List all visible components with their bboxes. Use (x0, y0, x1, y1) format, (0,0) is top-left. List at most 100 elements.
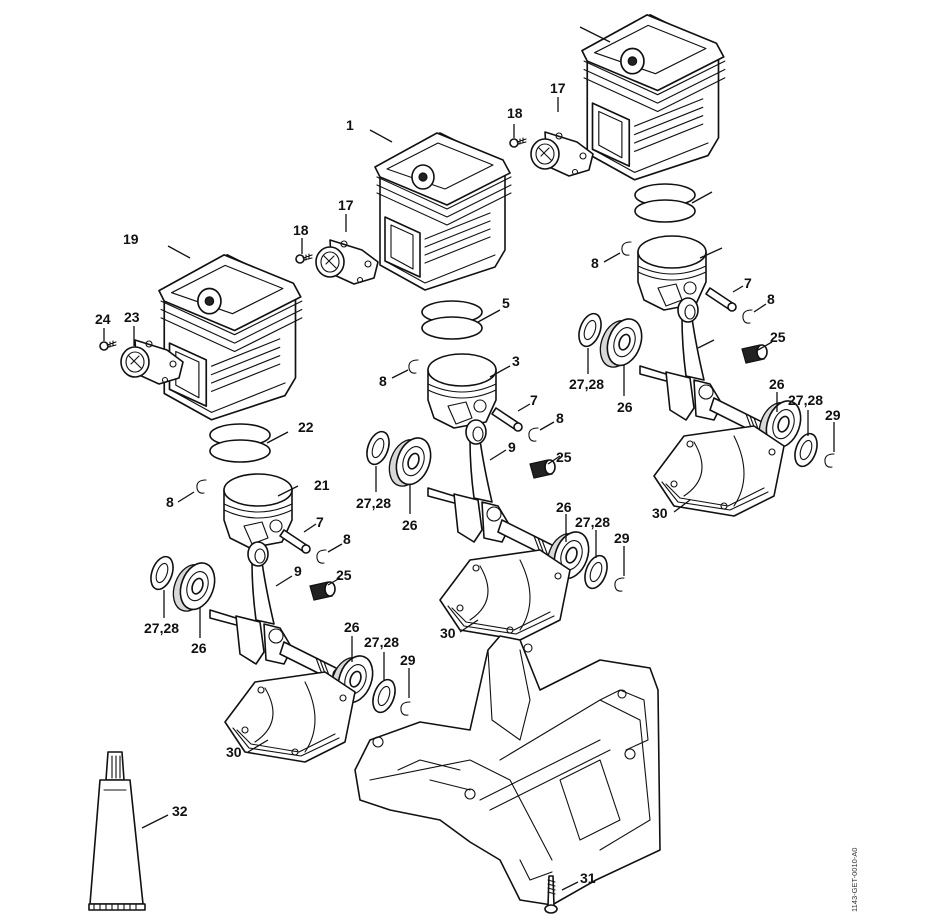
leader-pin-b (517, 403, 531, 412)
leader-tube (141, 814, 169, 829)
screw-b (295, 253, 313, 264)
cage-c (309, 581, 336, 601)
circlip-b (614, 577, 625, 592)
seal-c1 (145, 552, 179, 594)
gasket-c (224, 671, 356, 763)
rings-a (634, 183, 696, 223)
leader-clip-a2 (753, 303, 767, 313)
leader-cylinder-a (579, 26, 611, 43)
callout-5: 5 (502, 295, 510, 311)
leader-rings-c (266, 431, 289, 444)
callout-23: 23 (124, 309, 140, 325)
callout-1: 1 (346, 117, 354, 133)
callout-26-b2: 26 (556, 499, 572, 515)
leader-clip-c1 (177, 491, 195, 503)
bearing-c1 (166, 557, 222, 617)
bearing-a1 (593, 313, 649, 373)
callout-21: 21 (314, 477, 330, 493)
screw-crankcase (544, 875, 558, 914)
leader-gasket-c (247, 739, 269, 753)
leader-cage-b (547, 455, 561, 465)
callout-24: 24 (95, 311, 111, 327)
cage-b (529, 459, 556, 479)
gasket-a (653, 425, 785, 517)
clip-a1 (621, 241, 632, 256)
leader-clip-c2 (327, 543, 343, 553)
callout-25-c: 25 (336, 567, 352, 583)
leader-cylinder-b (369, 129, 393, 143)
callout-30-c: 30 (226, 744, 242, 760)
callout-8-a1: 8 (591, 255, 599, 271)
callout-32: 32 (172, 803, 188, 819)
seal-b1 (361, 427, 395, 469)
callout-2728-b1: 27,28 (356, 495, 391, 511)
leader-screw-crankcase (561, 881, 579, 891)
callout-18-b: 18 (293, 222, 309, 238)
circlip-c (400, 701, 411, 716)
piston-a (637, 235, 707, 311)
sealant-tube (88, 751, 146, 911)
callout-29-b: 29 (614, 530, 630, 546)
callout-2728-a1: 27,28 (569, 376, 604, 392)
rings-c (209, 423, 271, 463)
callout-29-c: 29 (400, 652, 416, 668)
callout-8-c1: 8 (166, 494, 174, 510)
pin-a (705, 287, 737, 312)
cylinder-a (581, 14, 726, 181)
callout-26-c1: 26 (191, 640, 207, 656)
clip-b2 (528, 427, 539, 442)
cylinder-c (158, 254, 303, 421)
callout-18-a: 18 (507, 105, 523, 121)
callout-25-b: 25 (556, 449, 572, 465)
leader-clip-b2 (539, 421, 555, 431)
callout-8-c2: 8 (343, 531, 351, 547)
callout-8-b2: 8 (556, 410, 564, 426)
gasket-b (439, 549, 571, 641)
screw-c (99, 340, 117, 351)
leader-rod-b (489, 449, 507, 461)
cylinder-b-head (374, 132, 512, 291)
leader-pin-c (303, 523, 317, 533)
callout-30-b: 30 (440, 625, 456, 641)
callout-8-a2: 8 (767, 291, 775, 307)
callout-22: 22 (298, 419, 314, 435)
leader-gasket-a (673, 499, 691, 513)
seal-c2 (367, 675, 401, 717)
leader-piston-a (699, 247, 723, 259)
callout-3: 3 (512, 353, 520, 369)
callout-2728-a2: 27,28 (788, 392, 823, 408)
document-code: 1143-GET-0010-A0 (850, 848, 859, 912)
screw-a (509, 137, 527, 148)
callout-29-a: 29 (825, 407, 841, 423)
callout-2728-c2: 27,28 (364, 634, 399, 650)
callout-25-a: 25 (770, 329, 786, 345)
clip-c2 (316, 549, 327, 564)
pin-b (491, 407, 523, 432)
pin-c (279, 529, 311, 554)
callout-26-a1: 26 (617, 399, 633, 415)
callout-2728-c1: 27,28 (144, 620, 179, 636)
leader-rings-b (477, 309, 501, 323)
crankshaft-a (639, 297, 774, 440)
leader-rod-c (275, 575, 293, 587)
callout-30-a: 30 (652, 505, 668, 521)
crankcase (354, 635, 661, 906)
callout-26-c2: 26 (344, 619, 360, 635)
leader-rod-a (697, 339, 715, 349)
clip-b1 (408, 359, 419, 374)
callout-8-b1: 8 (379, 373, 387, 389)
leader-cage-c (327, 577, 341, 586)
piston-b (427, 353, 497, 429)
leader-piston-b (489, 365, 511, 378)
clip-a2 (742, 309, 753, 324)
callout-19: 19 (123, 231, 139, 247)
callout-9-b: 9 (508, 439, 516, 455)
leader-rings-a (691, 191, 713, 204)
leader-cylinder-c (167, 245, 191, 259)
clip-c1 (196, 479, 207, 494)
callout-7-c: 7 (316, 514, 324, 530)
callout-7-a: 7 (744, 275, 752, 291)
callout-17-a: 17 (550, 80, 566, 96)
rings-b (421, 300, 483, 340)
